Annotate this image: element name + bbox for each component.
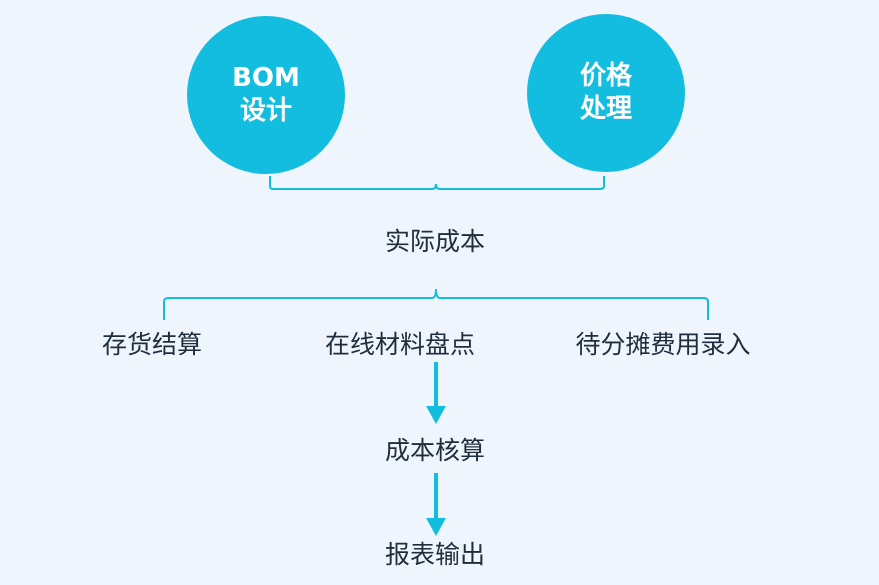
cost-calculation-label: 成本核算: [384, 436, 486, 465]
arrowhead-report-output: [426, 518, 446, 536]
inventory-settlement-label: 存货结算: [101, 330, 203, 359]
actual-cost-label: 实际成本: [384, 227, 486, 256]
report-output-label: 报表输出: [384, 540, 486, 569]
price-processing-line2: 处理: [579, 94, 632, 124]
arrowhead-cost-calculation: [426, 406, 446, 424]
price-processing-line1: 价格: [579, 61, 632, 91]
pending-allocation-entry-label: 待分摊费用录入: [575, 330, 751, 359]
bom-design-line1: BOM: [232, 63, 300, 93]
top-bracket: [269, 176, 605, 190]
bom-design-line2: 设计: [239, 96, 292, 126]
wip-stocktake-label: 在线材料盘点: [324, 330, 476, 359]
bom-design-node: BOM 设计: [187, 16, 345, 174]
branch-bracket: [163, 288, 709, 320]
price-processing-node: 价格 处理: [527, 14, 685, 172]
